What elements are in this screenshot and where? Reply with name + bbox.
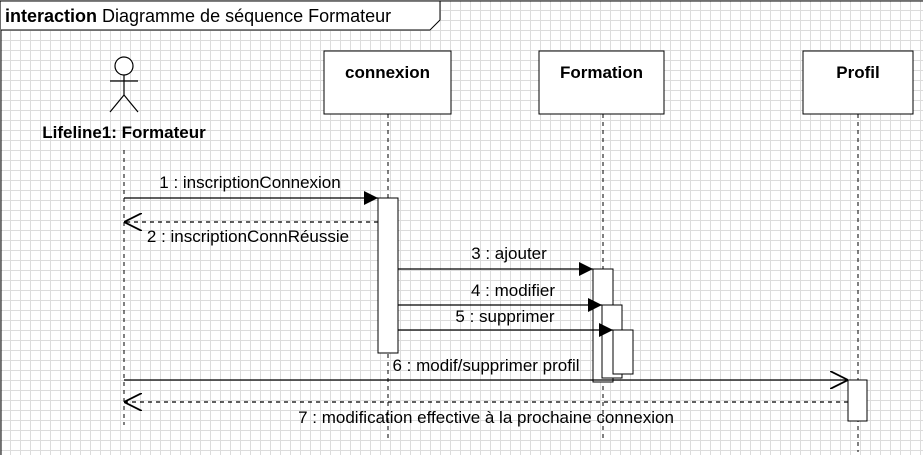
lifeline-formation-box[interactable] [538, 50, 665, 115]
activation-connexion [377, 197, 399, 354]
message-7[interactable]: 7 : modification effective à la prochain… [124, 402, 848, 427]
lifeline-formation-label: Formation [560, 63, 643, 82]
lifeline-profil-label: Profil [836, 63, 879, 82]
message-7-label: 7 : modification effective à la prochain… [298, 408, 674, 427]
actor-label: Lifeline1: Formateur [42, 123, 206, 142]
message-6[interactable]: 6 : modif/supprimer profil [124, 356, 848, 380]
lifeline-connexion-label: connexion [345, 63, 430, 82]
frame-title-pentagon [1, 0, 441, 31]
activation-formation-3 [612, 329, 634, 375]
message-2-label: 2 : inscriptionConnRéussie [147, 227, 349, 246]
frame-name: Diagramme de séquence Formateur [102, 6, 391, 26]
message-1-label: 1 : inscriptionConnexion [159, 173, 340, 192]
lifeline-connexion-box[interactable] [323, 50, 452, 115]
message-6-label: 6 : modif/supprimer profil [392, 356, 579, 375]
lifeline-connexion: connexion [323, 50, 452, 440]
actor-right-leg [123, 94, 139, 113]
message-1[interactable]: 1 : inscriptionConnexion [124, 173, 378, 205]
message-3-label: 3 : ajouter [471, 244, 547, 263]
lifeline-profil-box[interactable] [802, 50, 914, 115]
message-5[interactable]: 5 : supprimer [398, 307, 613, 337]
frame-title: interaction Diagramme de séquence Format… [5, 6, 391, 26]
message-5-label: 5 : supprimer [455, 307, 555, 326]
message-2[interactable]: 2 : inscriptionConnRéussie [124, 222, 378, 246]
lifeline-formation: Formation [538, 50, 665, 440]
message-3[interactable]: 3 : ajouter [398, 244, 593, 276]
message-4[interactable]: 4 : modifier [398, 281, 602, 312]
actor-head [114, 56, 134, 76]
activation-profil [847, 379, 868, 422]
message-4-label: 4 : modifier [471, 281, 555, 300]
actor-formateur: Lifeline1: Formateur [42, 56, 206, 425]
actor-left-leg [109, 94, 125, 113]
frame-keyword: interaction [5, 6, 97, 26]
lifeline-profil: Profil [802, 50, 914, 452]
